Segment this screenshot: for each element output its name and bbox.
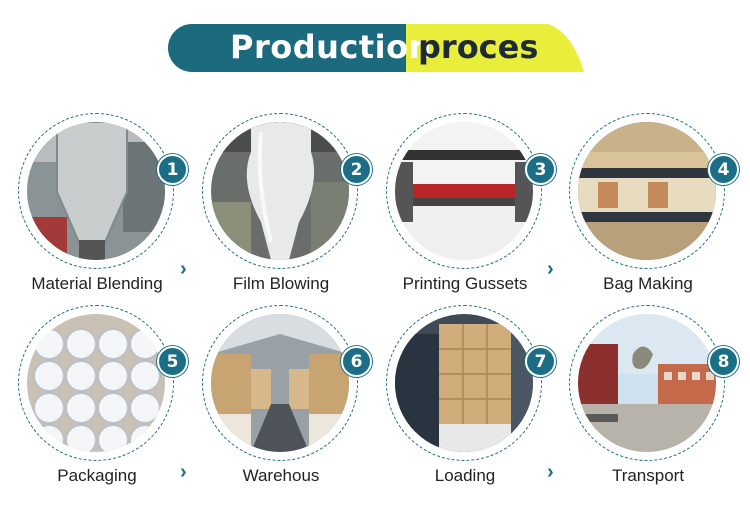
dashed-ring [569,305,725,461]
banner-title-production: Production [230,28,432,66]
step-bag-making: 4 Bag Making [563,113,743,298]
step-number-badge: 4 [708,154,739,185]
dashed-ring [18,113,174,269]
step-film-blowing: 2 Film Blowing [196,113,376,298]
step-number-badge: 5 [157,346,188,377]
step-printing-gussets: 3 Printing Gussets [380,113,560,298]
step-label: Transport [611,466,685,485]
chevron-right-icon: › [180,258,187,280]
step-label: Material Blending [31,274,163,293]
banner-title-proces: proces [418,28,539,66]
dashed-ring [202,305,358,461]
printing-gussets-photo [395,122,533,260]
step-transport: 8 Transport [563,305,743,490]
step-label: Printing Gussets [402,274,528,293]
step-number-badge: 8 [708,346,739,377]
chevron-right-icon: › [547,258,554,280]
step-number-badge: 1 [157,154,188,185]
packaging-photo [27,314,165,452]
step-number-badge: 7 [525,346,556,377]
dashed-ring [386,113,542,269]
step-label: Loading [434,466,496,485]
banner-shape [168,24,584,72]
step-material-blending: 1 Material Blending [12,113,192,298]
chevron-right-icon: › [547,461,554,483]
step-packaging: 5 Packaging [12,305,192,490]
transport-photo [578,314,716,452]
bag-making-photo [578,122,716,260]
step-label: Packaging [57,466,137,485]
title-banner: Production proces [168,24,584,72]
dashed-ring [202,113,358,269]
material-blending-photo [27,122,165,260]
dashed-ring [18,305,174,461]
step-warehouse: 6 Warehous [196,305,376,490]
step-number-badge: 6 [341,346,372,377]
film-blowing-photo [211,122,349,260]
chevron-right-icon: › [180,461,187,483]
step-number-badge: 2 [341,154,372,185]
step-label: Warehous [242,466,320,485]
step-label: Bag Making [603,274,693,293]
warehouse-photo [211,314,349,452]
step-number-badge: 3 [525,154,556,185]
loading-photo [395,314,533,452]
step-label: Film Blowing [232,274,330,293]
dashed-ring [386,305,542,461]
step-loading: 7 Loading [380,305,560,490]
dashed-ring [569,113,725,269]
